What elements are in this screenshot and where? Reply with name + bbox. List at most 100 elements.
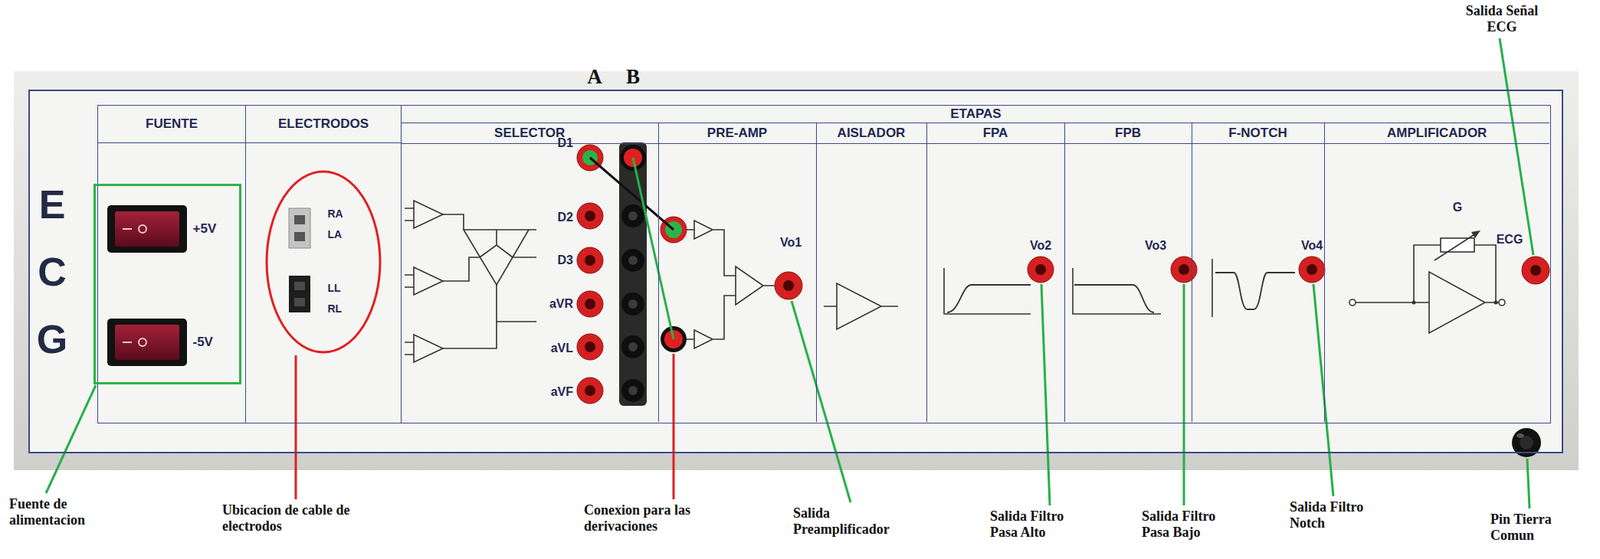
- filter-axes: [1072, 268, 1161, 315]
- section-heading: AISLADOR: [816, 123, 927, 145]
- highpass-curve: [947, 285, 1031, 313]
- photo-background: [13, 71, 1579, 471]
- notch-curve: [1215, 272, 1296, 310]
- red-jack: [1027, 256, 1054, 283]
- section-heading: FPA: [927, 123, 1065, 145]
- jack-hole: [584, 255, 596, 266]
- jack-hole: [628, 255, 638, 266]
- leader-line: [1041, 284, 1050, 506]
- section-heading: SELECTOR: [401, 123, 659, 145]
- red-jack: [1521, 256, 1550, 285]
- section-heading: AMPLIFICADOR: [1324, 123, 1551, 145]
- annotation-letter: A: [585, 65, 604, 89]
- black-jack: [621, 204, 645, 228]
- jack-hole: [628, 299, 638, 309]
- callout-label: Ubicacion de cable de electrodos: [222, 502, 355, 535]
- callout-label: Salida Preamplificador: [793, 505, 902, 538]
- red-jack: [577, 291, 604, 318]
- terminal-circle: [1498, 299, 1505, 306]
- black-jack: [621, 379, 645, 403]
- switch-mark: [122, 341, 132, 344]
- preamp-symbol: [686, 220, 775, 349]
- signal-label: Vo3: [1138, 239, 1173, 253]
- panel-plate: [28, 89, 1564, 454]
- electrode-socket: [288, 208, 311, 249]
- annotation-letter: B: [623, 65, 643, 89]
- stage-cell: AISLADOR: [816, 122, 927, 423]
- highlight-box: +5V-5V: [93, 183, 242, 385]
- leader-line: [791, 301, 851, 503]
- callout-label: Fuente de alimentacion: [9, 496, 105, 528]
- signal-label: G: [1448, 200, 1467, 215]
- jack-highlight: [1516, 433, 1525, 439]
- switch-housing: [107, 318, 187, 367]
- socket-hole: [294, 281, 305, 291]
- jack-hole: [628, 211, 638, 221]
- signal-label: Vo1: [773, 236, 808, 250]
- filter-axes: [944, 268, 1031, 315]
- patch-wire: [632, 157, 674, 340]
- panel-frame: E C G FUENTE+5V-5VELECTRODOSRALALLRLETAPA…: [28, 89, 1564, 454]
- selector-wiring: [442, 214, 537, 349]
- junction-dot: [1412, 301, 1417, 305]
- red-jack: [577, 247, 604, 274]
- signal-label: D3: [539, 253, 574, 268]
- leader-line: [45, 385, 96, 494]
- red-jack: [1170, 256, 1197, 283]
- stage-cell: F-NOTCH: [1191, 122, 1325, 423]
- jack-hole: [584, 298, 596, 310]
- electrode-label: LL: [327, 281, 355, 295]
- stage-cell: FPB: [1064, 122, 1192, 423]
- black-jack: [621, 249, 645, 273]
- leader-line: [672, 354, 676, 500]
- panel-letters: E C G: [34, 170, 70, 374]
- section-heading: F-NOTCH: [1192, 123, 1325, 145]
- leader-line: [1499, 38, 1534, 256]
- red-jack: [577, 334, 604, 361]
- section-heading: PRE-AMP: [659, 123, 817, 145]
- voltage-label: -5V: [193, 334, 232, 351]
- callout-label: Salida Señal ECG: [1458, 3, 1546, 35]
- stage-cell: PRE-AMP: [658, 122, 817, 423]
- leader-line: [1527, 459, 1530, 509]
- leader-line: [295, 355, 298, 500]
- stage-cell: AMPLIFICADOR: [1324, 122, 1551, 423]
- filter-axes: [1211, 259, 1214, 318]
- jack-strip: [619, 142, 647, 407]
- signal-label: D2: [539, 210, 574, 225]
- jack-hole: [584, 385, 596, 397]
- switch-mark: [138, 225, 147, 233]
- section-cell: ELECTRODOSRALALLRL: [245, 104, 401, 424]
- switch-housing: [107, 205, 187, 253]
- jack-hole: [1306, 264, 1318, 276]
- red-jack: [577, 377, 604, 404]
- patch-wire: [590, 157, 674, 230]
- ellipse-outline: [266, 171, 381, 353]
- socket-hole: [294, 232, 305, 242]
- electrode-label: RA: [327, 207, 355, 220]
- section-cell: FUENTE+5V-5V: [97, 104, 246, 424]
- callout-label: Salida Filtro Notch: [1289, 499, 1381, 532]
- variable-arrowhead: [1471, 230, 1481, 239]
- amplifier-symbol: [404, 200, 443, 229]
- amplifier-symbol: [1355, 245, 1499, 334]
- switch-mark: [138, 338, 147, 347]
- stage-group: ETAPASSELECTORPRE-AMPAISLADORFPAFPBF-NOT…: [400, 104, 1551, 424]
- callout-label: Salida Filtro Pasa Bajo: [1141, 508, 1233, 541]
- signal-label: D1: [539, 136, 574, 151]
- leader-line: [1183, 284, 1186, 506]
- terminal-circle: [1349, 299, 1356, 306]
- jack-hole: [584, 210, 596, 222]
- signal-label: ECG: [1492, 232, 1527, 247]
- red-jack: [1298, 256, 1325, 283]
- jack-hole: [1035, 264, 1046, 276]
- junction-dot: [1494, 301, 1499, 305]
- jack-hole: [1178, 264, 1190, 276]
- amplifier-symbol: [404, 267, 443, 296]
- section-heading: FPB: [1065, 123, 1192, 145]
- switch-rocker: [114, 324, 180, 361]
- signal-label: aVR: [539, 297, 574, 312]
- highlight-ellipse: RALALLRL: [265, 170, 382, 355]
- switch-mark: [122, 228, 132, 230]
